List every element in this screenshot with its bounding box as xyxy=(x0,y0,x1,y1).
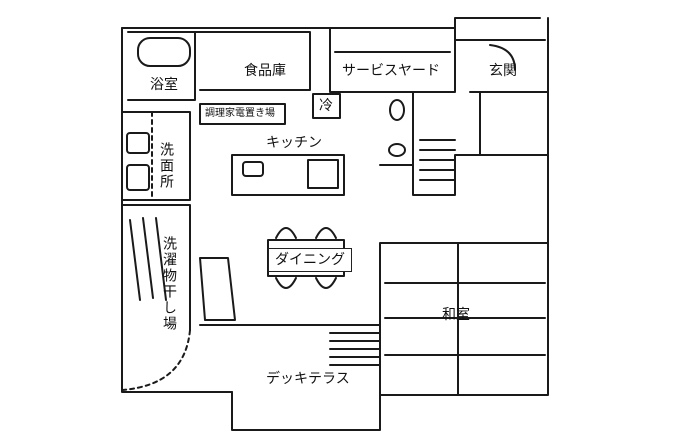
laundry-door-swing xyxy=(121,329,191,391)
chair-3 xyxy=(275,277,297,289)
deck-steps xyxy=(329,324,381,366)
room-label-fridge: 冷 xyxy=(319,98,333,114)
room-label-pantry: 食品庫 xyxy=(244,63,286,79)
service-yard-walls xyxy=(329,27,456,93)
room-label-washroom: 洗面所 xyxy=(158,142,174,190)
hall-walls xyxy=(412,91,481,196)
chair-2 xyxy=(315,227,337,239)
bath-walls xyxy=(127,31,196,101)
fridge-box xyxy=(312,93,341,119)
laundry-poles xyxy=(129,217,167,301)
washroom-walls xyxy=(121,111,191,201)
toilet-sink xyxy=(388,143,406,157)
wash-sink xyxy=(126,132,150,154)
room-label-kitchen: キッチン xyxy=(266,135,322,151)
washing-machine xyxy=(126,164,150,191)
bathtub xyxy=(137,37,191,67)
room-label-laundry-area: 洗濯物干し場 xyxy=(161,236,177,332)
kitchen-counter xyxy=(231,154,345,196)
tatami-lines xyxy=(384,242,546,396)
room-label-entrance: 玄関 xyxy=(489,63,517,79)
chair-4 xyxy=(315,277,337,289)
pantry-walls xyxy=(194,31,311,91)
stove xyxy=(307,159,339,189)
exterior-wall-right xyxy=(379,17,549,396)
exterior-wall-left xyxy=(121,27,233,393)
exterior-wall-top xyxy=(121,17,541,29)
armchair xyxy=(199,257,236,321)
room-label-bath: 浴室 xyxy=(150,77,178,93)
entrance-door-swing xyxy=(489,44,516,71)
stair xyxy=(419,139,456,181)
toilet-bowl xyxy=(389,99,405,121)
chair-1 xyxy=(275,227,297,239)
toilet-room xyxy=(379,91,414,166)
laundry-walls xyxy=(121,204,191,331)
kitchen-sink xyxy=(242,161,264,177)
washitsu-walls xyxy=(379,242,549,396)
room-label-washitsu: 和室 xyxy=(442,307,470,323)
appliance-shelf xyxy=(199,103,286,125)
room-label-service-yard: サービスヤード xyxy=(342,63,440,79)
room-label-deck-terrace: デッキテラス xyxy=(266,371,350,387)
right-rooms xyxy=(479,91,549,156)
room-label-dining: ダイニング xyxy=(268,248,352,272)
room-label-appliance-area: 調理家電置き場 xyxy=(205,108,275,119)
